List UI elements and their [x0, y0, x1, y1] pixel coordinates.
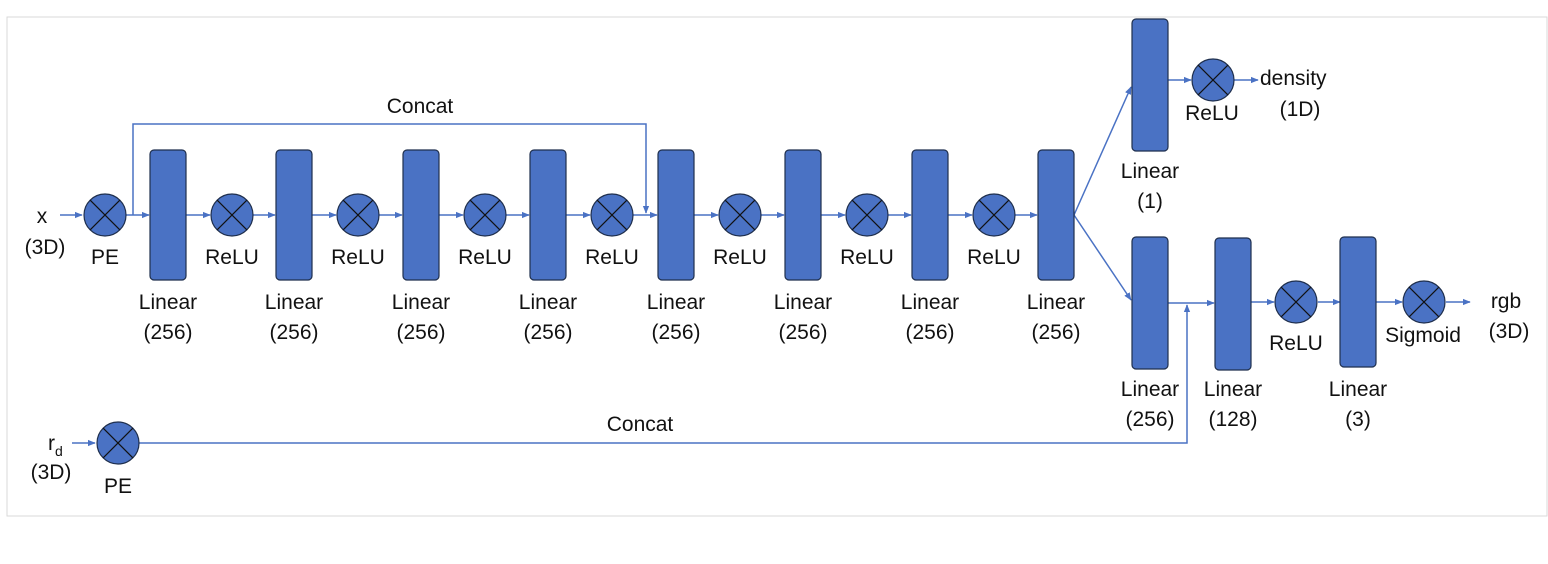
- relu-op-5: [718, 193, 762, 237]
- edges: [60, 76, 1471, 447]
- rgb-linear-label-1: Linear: [1121, 378, 1179, 401]
- trunk-linear-size-6: (256): [778, 321, 827, 344]
- labels: x (3D) PE Linear (256) ReLU Linear (256) ReLU Lin…: [25, 67, 1530, 498]
- trunk-linear-size-1: (256): [143, 321, 192, 344]
- trunk-linear-label-8: Linear: [1027, 291, 1085, 314]
- trunk-linear-block-2: [275, 149, 313, 281]
- pe-x-op: [83, 193, 127, 237]
- relu-label-4: ReLU: [585, 246, 639, 269]
- diagram-frame: [6, 16, 1548, 517]
- density-relu-op: [1191, 58, 1235, 102]
- relu-op-1: [210, 193, 254, 237]
- trunk-linear-size-8: (256): [1031, 321, 1080, 344]
- relu-label-7: ReLU: [967, 246, 1021, 269]
- density-output-dim: (1D): [1280, 98, 1321, 121]
- relu-label-6: ReLU: [840, 246, 894, 269]
- concat-label-top: Concat: [387, 95, 454, 118]
- input-rd-subscript: d: [55, 443, 63, 459]
- density-linear-block: [1131, 18, 1169, 152]
- rgb-output-label: rgb: [1491, 290, 1521, 313]
- density-linear-label: Linear: [1121, 160, 1179, 183]
- rgb-output-dim: (3D): [1489, 320, 1530, 343]
- rgb-relu-op: [1274, 280, 1318, 324]
- trunk-linear-block-6: [784, 149, 822, 281]
- edge-skip-concat: [132, 123, 650, 215]
- trunk-linear-size-4: (256): [523, 321, 572, 344]
- relu-op-7: [972, 193, 1016, 237]
- relu-label-2: ReLU: [331, 246, 385, 269]
- pe-rd-label: PE: [104, 475, 132, 498]
- trunk-linear-label-3: Linear: [392, 291, 450, 314]
- input-x-dim: (3D): [25, 236, 66, 259]
- input-rd-dim: (3D): [31, 461, 72, 484]
- relu-label-5: ReLU: [713, 246, 767, 269]
- trunk-linear-size-7: (256): [905, 321, 954, 344]
- edge-trunk-to-density: [1073, 86, 1132, 216]
- density-relu-label: ReLU: [1185, 102, 1239, 125]
- rgb-linear-label-3: Linear: [1329, 378, 1387, 401]
- rgb-linear-size-3: (3): [1345, 408, 1371, 431]
- trunk-linear-label-2: Linear: [265, 291, 323, 314]
- trunk-linear-block-8: [1037, 149, 1075, 281]
- rgb-linear-size-2: (128): [1208, 408, 1257, 431]
- rgb-linear-block-1: [1131, 236, 1169, 370]
- density-linear-size: (1): [1137, 190, 1163, 213]
- edge-rd-concat: [139, 304, 1191, 444]
- trunk-linear-block-1: [149, 149, 187, 281]
- edge-trunk-to-rgb: [1073, 214, 1132, 301]
- pe-x-label: PE: [91, 246, 119, 269]
- relu-op-2: [336, 193, 380, 237]
- trunk-linear-label-5: Linear: [647, 291, 705, 314]
- trunk-linear-label-6: Linear: [774, 291, 832, 314]
- trunk-linear-block-4: [529, 149, 567, 281]
- trunk-linear-label-4: Linear: [519, 291, 577, 314]
- trunk-linear-label-7: Linear: [901, 291, 959, 314]
- relu-op-4: [590, 193, 634, 237]
- relu-op-6: [845, 193, 889, 237]
- pe-rd-op: [96, 421, 140, 465]
- trunk-linear-size-2: (256): [269, 321, 318, 344]
- rgb-linear-label-2: Linear: [1204, 378, 1262, 401]
- trunk-linear-block-7: [911, 149, 949, 281]
- input-x-label: x: [37, 205, 48, 228]
- rgb-linear-block-2: [1214, 237, 1252, 371]
- rgb-relu-label: ReLU: [1269, 332, 1323, 355]
- rgb-linear-block-3: [1339, 236, 1377, 368]
- sigmoid-op: [1402, 280, 1446, 324]
- rgb-linear-size-1: (256): [1125, 408, 1174, 431]
- sigmoid-label: Sigmoid: [1385, 324, 1461, 347]
- trunk-linear-block-5: [657, 149, 695, 281]
- trunk-linear-size-3: (256): [396, 321, 445, 344]
- trunk-linear-size-5: (256): [651, 321, 700, 344]
- trunk-linear-label-1: Linear: [139, 291, 197, 314]
- input-rd-label: rd: [48, 432, 63, 459]
- density-output-label: density: [1260, 67, 1327, 90]
- relu-op-3: [463, 193, 507, 237]
- trunk-linear-block-3: [402, 149, 440, 281]
- concat-label-bottom: Concat: [607, 413, 674, 436]
- relu-label-3: ReLU: [458, 246, 512, 269]
- relu-label-1: ReLU: [205, 246, 259, 269]
- nodes: [83, 18, 1446, 465]
